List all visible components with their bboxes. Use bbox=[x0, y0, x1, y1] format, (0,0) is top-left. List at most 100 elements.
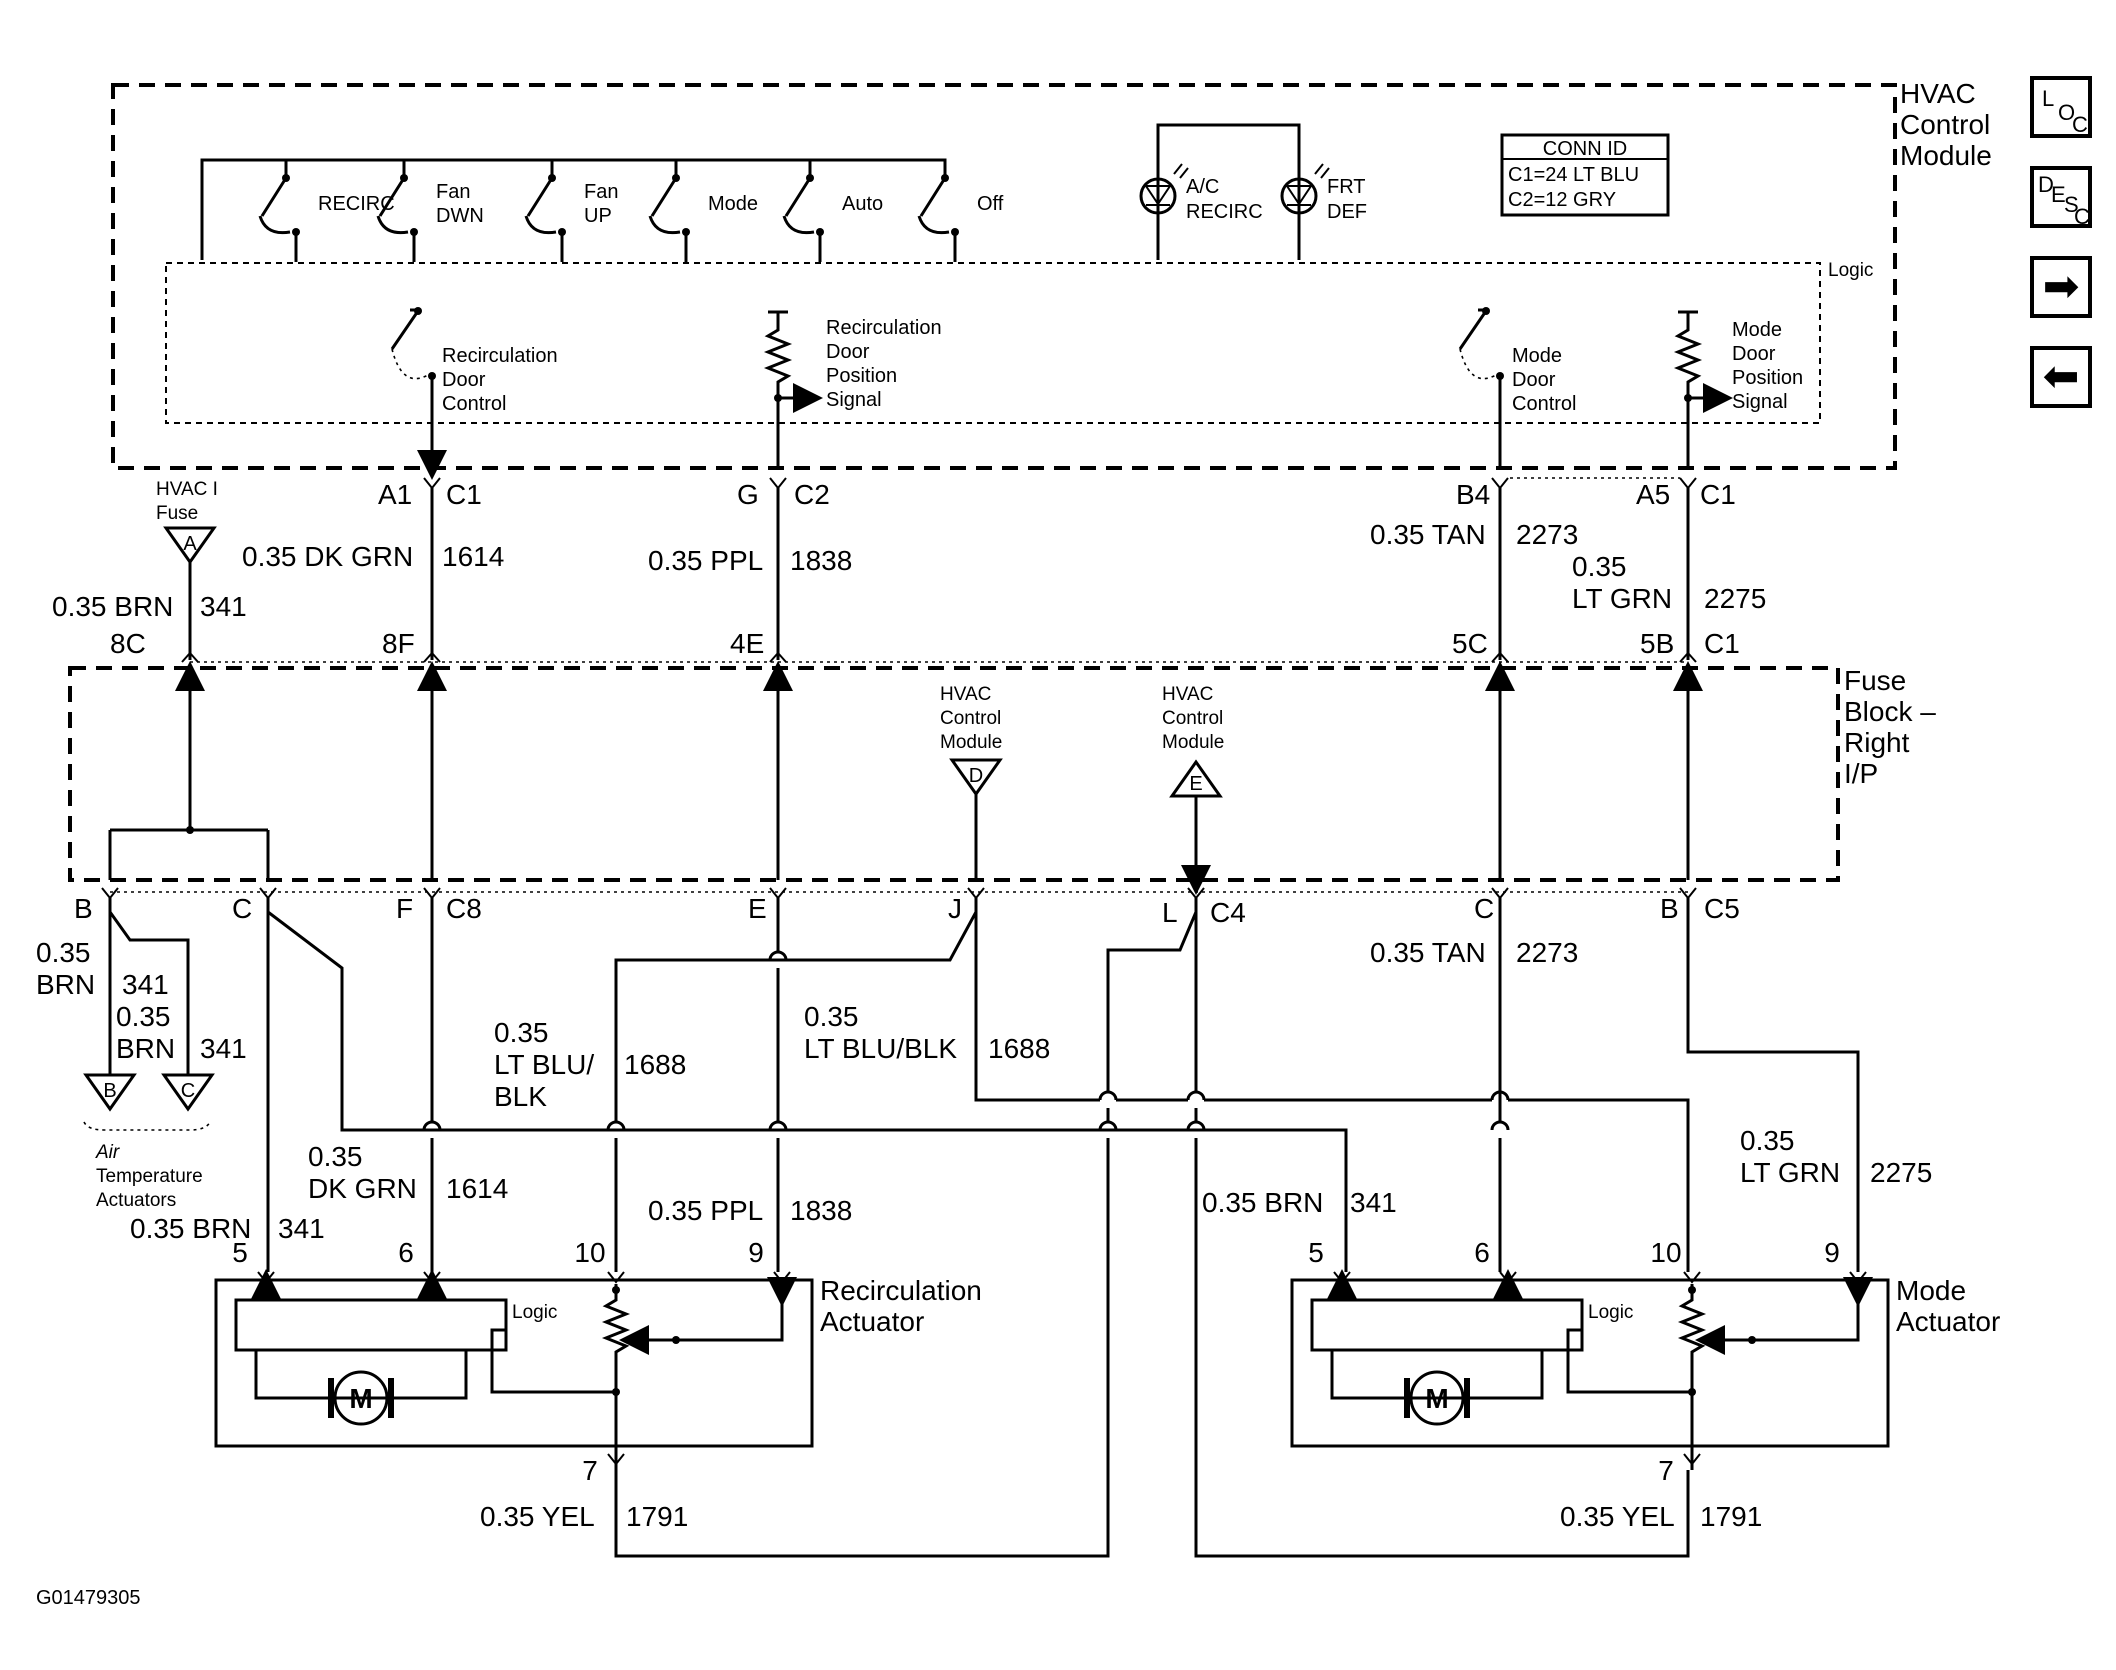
mode-position-label-4: Signal bbox=[1732, 391, 1788, 413]
brn-d-circuit: 341 bbox=[1350, 1187, 1397, 1218]
ppl-circuit: 1838 bbox=[790, 1195, 852, 1226]
fbb-pin-b: B bbox=[74, 893, 93, 924]
fbb-pin-c4: C4 bbox=[1210, 897, 1246, 928]
actuator-logic-label: Logic bbox=[1588, 1302, 1633, 1323]
mode-door-control-label-3: Control bbox=[1512, 393, 1576, 415]
air-ref-c: C bbox=[181, 1080, 195, 1102]
bottom-wiring: B C Air Temperature Actuators 0.35 BRN 3… bbox=[36, 898, 1932, 1558]
mode-door-control-label-2: Door bbox=[1512, 369, 1556, 391]
fb-pin-8c: 8C bbox=[110, 628, 146, 659]
actuator-logic-label: Logic bbox=[512, 1302, 557, 1323]
recirc-position-label-3: Position bbox=[826, 365, 897, 387]
ltgrn-gauge-1: 0.35 bbox=[1740, 1125, 1795, 1156]
fbb-pin-c8: C8 bbox=[446, 893, 482, 924]
fb-pin-5c: 5C bbox=[1452, 628, 1488, 659]
fbb-pin-c5: C5 bbox=[1704, 893, 1740, 924]
mode-door-control-label-1: Mode bbox=[1512, 345, 1562, 367]
wire-2275-gauge-2: LT GRN bbox=[1572, 583, 1672, 614]
fb-title-2: Block – bbox=[1844, 696, 1936, 727]
desc-button[interactable]: D E S C bbox=[2030, 166, 2092, 229]
yel-l-circuit: 1791 bbox=[626, 1501, 688, 1532]
air-ref-b: B bbox=[103, 1080, 116, 1102]
recirc-position-label-1: Recirculation bbox=[826, 317, 942, 339]
ltblu1-circuit: 1688 bbox=[624, 1049, 686, 1080]
fb-title-1: Fuse bbox=[1844, 665, 1906, 696]
desc-letter-s: S bbox=[2064, 192, 2079, 217]
fb-pin-8f: 8F bbox=[382, 628, 415, 659]
module-title-3: Module bbox=[1900, 140, 1992, 171]
actuator-pin: 9 bbox=[748, 1237, 764, 1268]
actuator-title: Recirculation bbox=[820, 1275, 982, 1306]
fbb-pin-b2: B bbox=[1660, 893, 1679, 924]
wire-2275-gauge-1: 0.35 bbox=[1572, 551, 1627, 582]
ref-d-label-2: Control bbox=[940, 708, 1001, 729]
fbb-pin-l: L bbox=[1162, 897, 1178, 928]
ltblu2-circuit: 1688 bbox=[988, 1033, 1050, 1064]
fuse-triangle-icon bbox=[163, 526, 217, 565]
led-frt-label-1: FRT bbox=[1327, 176, 1366, 198]
fbb-pin-c: C bbox=[1474, 893, 1494, 924]
brn-b-circuit: 341 bbox=[200, 1033, 247, 1064]
recirc-door-control-label-3: Control bbox=[442, 393, 506, 415]
brn-d-gauge: 0.35 BRN bbox=[1202, 1187, 1323, 1218]
pin-c1: C1 bbox=[446, 479, 482, 510]
motor-label: M bbox=[349, 1383, 372, 1414]
actuator-pin-7: 7 bbox=[582, 1455, 598, 1486]
mode-position-label-3: Position bbox=[1732, 367, 1803, 389]
actuator-pin-7: 7 bbox=[1658, 1455, 1674, 1486]
wire-341-circuit: 341 bbox=[200, 591, 247, 622]
ltblu2-gauge-1: 0.35 bbox=[804, 1001, 859, 1032]
brn-c-circuit: 341 bbox=[278, 1213, 325, 1244]
figure-id: G01479305 bbox=[36, 1587, 141, 1609]
desc-letter-d: D bbox=[2038, 172, 2054, 197]
fbb-pin-e: E bbox=[748, 893, 767, 924]
logic-box bbox=[165, 262, 1821, 424]
module-switch: Mode bbox=[648, 160, 758, 262]
hvac-fuse-ref: HVAC I Fuse A bbox=[156, 479, 218, 565]
recirc-door-control-label-1: Recirculation bbox=[442, 345, 558, 367]
module-title-2: Control bbox=[1900, 109, 1990, 140]
dkgrn-gauge-1: 0.35 bbox=[308, 1141, 363, 1172]
yel-r-circuit: 1791 bbox=[1700, 1501, 1762, 1532]
brn-b-gauge-1: 0.35 bbox=[116, 1001, 171, 1032]
fuse-label-2: Fuse bbox=[156, 503, 198, 524]
loc-button[interactable]: L O C bbox=[2030, 76, 2092, 138]
prev-arrow-icon[interactable]: ⬅ bbox=[2030, 346, 2092, 408]
fuse-block-bottom-pins: B C F C8 E J L C4 C B C5 bbox=[74, 887, 1740, 928]
ref-e-label-2: Control bbox=[1162, 708, 1223, 729]
brn-b-gauge-2: BRN bbox=[116, 1033, 175, 1064]
switch-bus bbox=[200, 158, 947, 260]
actuator-pin: 9 bbox=[1824, 1237, 1840, 1268]
fb-pin-5b: 5B bbox=[1640, 628, 1674, 659]
switch-label: RECIRC bbox=[318, 193, 395, 215]
led-group: A/C RECIRC FRT DEF bbox=[1139, 123, 1367, 260]
next-arrow-icon[interactable]: ➡ bbox=[2030, 256, 2092, 318]
motor-icon bbox=[333, 1370, 389, 1426]
ltgrn-circuit: 2275 bbox=[1870, 1157, 1932, 1188]
ref-d-letter: D bbox=[969, 765, 983, 787]
ltblu1-gauge-3: BLK bbox=[494, 1081, 547, 1112]
fb-pin-4e: 4E bbox=[730, 628, 764, 659]
mode-door-position-signal: Mode Door Position Signal bbox=[1673, 310, 1803, 468]
recirc-door-position-signal: Recirculation Door Position Signal bbox=[763, 310, 942, 468]
conn-id-row-1: C1=24 LT BLU bbox=[1508, 164, 1639, 186]
actuator-pin: 10 bbox=[574, 1237, 605, 1268]
wire-2273-circuit: 2273 bbox=[1516, 519, 1578, 550]
air-ref-c-icon bbox=[161, 1073, 215, 1112]
air-label-2: Temperature bbox=[96, 1166, 203, 1187]
led-ac-label-2: RECIRC bbox=[1186, 201, 1263, 223]
ltgrn-gauge-2: LT GRN bbox=[1740, 1157, 1840, 1188]
fbb-pin-j: J bbox=[948, 893, 962, 924]
led-frt-def-icon bbox=[1280, 163, 1330, 215]
loc-letter-l: L bbox=[2042, 86, 2055, 111]
conn-id-row-2: C2=12 GRY bbox=[1508, 189, 1616, 211]
led-frt-label-2: DEF bbox=[1327, 201, 1367, 223]
dkgrn-gauge-2: DK GRN bbox=[308, 1173, 417, 1204]
module-switch: Off bbox=[917, 160, 1004, 262]
logic-label: Logic bbox=[1828, 260, 1873, 281]
pin-c1-right: C1 bbox=[1700, 479, 1736, 510]
brn-a-circuit: 341 bbox=[122, 969, 169, 1000]
dkgrn-circuit: 1614 bbox=[446, 1173, 508, 1204]
